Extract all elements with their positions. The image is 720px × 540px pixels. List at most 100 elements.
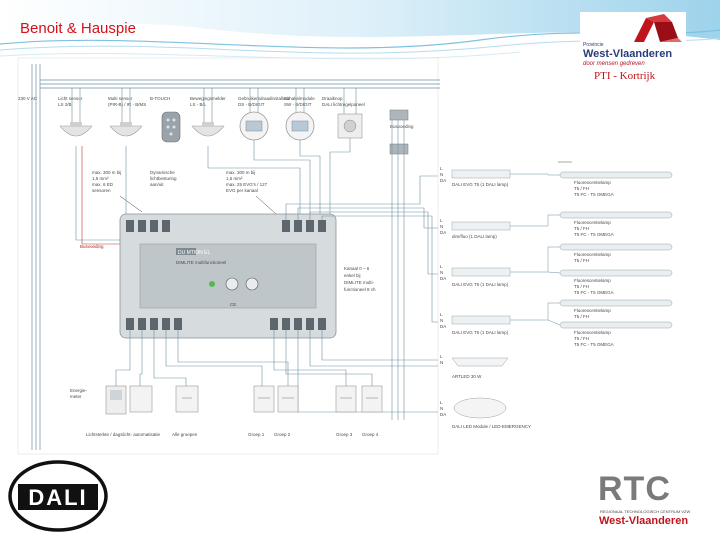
switch-group-4-label: Groep 4 [362, 432, 379, 437]
sensor-7-code: DALI lichtregelpaneel [322, 102, 365, 107]
dali-logo: DALI [8, 460, 108, 532]
channel-note: Kanaal 0 – 6 enkel bij DIMLITE multi- fu… [344, 266, 376, 292]
status-led-icon [209, 281, 215, 287]
group-1-switch-icon [253, 385, 275, 413]
level-knob-icon [245, 277, 259, 291]
bus-power-red-line [81, 146, 122, 245]
switch-wiring [115, 330, 373, 386]
province-name: West-Vlaanderen [583, 48, 673, 60]
t-da-6: DA [440, 412, 446, 417]
note-3-line-1: max. 300 m bij [226, 170, 255, 175]
ballast-row-1: L N DA DALI EVG T5 (1 DALI lamp) [440, 166, 511, 187]
note-2-line-3: aan/uit [150, 182, 164, 187]
tube-lamp-icon [559, 243, 673, 251]
province-label: Provincie [583, 42, 604, 48]
controller-model: DU MTION EL [178, 250, 210, 256]
all-groups-switch-icon [175, 385, 199, 413]
sensor-6-name: Schakelmodule [284, 96, 315, 101]
t-n-6: N [440, 406, 443, 411]
lamp-2: Fluorescentielamp T5 / FH T5 FC - T5 OME… [559, 211, 673, 237]
group-3-switch-icon [335, 385, 357, 413]
ce-mark-icon: CE [230, 302, 236, 307]
rtc-main-text: RTC [598, 470, 671, 508]
presenter-brand: Benoit & Hauspie [20, 20, 136, 37]
ballast-column: L N DA DALI EVG T5 (1 DALI lamp) L N DA … [440, 166, 531, 429]
sensor-2-code: (PIR-B) / IR - B/MS [108, 102, 146, 107]
switch-group-1-label: Groep 1 [248, 432, 265, 437]
lamp-6-name: Fluorescentielamp [574, 330, 611, 335]
note-1-line-3: max. 6 ED [92, 182, 114, 187]
note-1-line-4: sensoren [92, 188, 111, 193]
controller-output-wiring [285, 120, 438, 420]
sensor-3-name: B-TOUCH [150, 96, 170, 101]
tube-lamp-icon [559, 171, 673, 179]
motion-sensor-icon [191, 125, 225, 137]
artled-label: ARTLED 30 W [452, 374, 482, 379]
lamp-4-sub: T5 FC - T5 OMEGA [574, 290, 614, 295]
t-n-4: N [440, 318, 443, 323]
controller-badge [176, 248, 196, 255]
switch-all-groups-label: Alle groepen [172, 432, 198, 437]
lamp-6-sub: T5 FC - T5 OMEGA [574, 342, 614, 347]
lamp-4-code: T5 / FH [574, 284, 589, 289]
sensor-6-code: SW - B/DIGIT [284, 102, 312, 107]
t-l-1: L [440, 166, 443, 171]
controller-top-terminals [126, 220, 326, 232]
lamp-column: Fluorescentielamp T5 / FH T5 FC - T5 OME… [510, 161, 673, 347]
lamp-2-name: Fluorescentielamp [574, 220, 611, 225]
t-l-6: L [440, 400, 443, 405]
tube-lamp-icon [559, 211, 673, 219]
artled-fixture-icon [451, 357, 509, 367]
ballast-3-label: DALI EVG T5 (1 DALI lamp) [452, 282, 509, 287]
top-bus-lines [40, 79, 440, 89]
sensor-2-name: Multi sensor [108, 96, 133, 101]
t-da-2: DA [440, 230, 446, 235]
channel-note-line-3: DIMLITE multi- [344, 280, 375, 285]
sensor-1-name: Licht sensor [58, 96, 83, 101]
dali-controller: DU MTION EL DIMLITE multifunctioneel CE [119, 213, 337, 339]
note-2-line-2: lichtbesturing [150, 176, 177, 181]
multi-sensor-icon [109, 125, 143, 137]
module-icons [239, 111, 363, 141]
daylight-switch-icon [129, 385, 153, 413]
ballast-1-icon [451, 169, 511, 179]
ballast-row-4: L N DA DALI EVG T5 (1 DALI lamp) [440, 312, 511, 335]
switch-group-3-label: Groep 3 [336, 432, 353, 437]
t-n-5: N [440, 360, 443, 365]
b-touch-remote-icon [161, 111, 181, 143]
t-da-3: DA [440, 276, 446, 281]
province-tagline: door mensen gedreven [583, 61, 645, 67]
emergency-meter: Energie- meter [70, 388, 88, 399]
t-l-4: L [440, 312, 443, 317]
ballast-row-2: L N DA dim/fluo (1 DALI lamp) [440, 218, 511, 239]
sensor-drop-lines [71, 88, 357, 122]
ballast-2-icon [451, 221, 511, 231]
channel-note-line-2: enkel bij [344, 273, 361, 278]
emergency-label-2: meter [70, 394, 82, 399]
t-l-5: L [440, 354, 443, 359]
lamp-4: Fluorescentielamp T5 / FH T5 FC - T5 OME… [559, 269, 673, 295]
ballast-3-icon [451, 267, 511, 277]
lamp-5-name: Fluorescentielamp [574, 308, 611, 313]
note-3-line-4: EVG per kanaal [226, 188, 258, 193]
t-l-3: L [440, 264, 443, 269]
led-module-row: L N DA DALI LED Module / LED-EMERGENCY [440, 397, 531, 429]
bottom-switches: Energie- meter Lichtsterkte / dagslicht- [70, 330, 383, 437]
sensor-7-name: Draaiknop [322, 96, 343, 101]
light-sensor-icon [59, 125, 93, 137]
diagram-frame [17, 57, 439, 455]
led-module-icon [453, 397, 507, 419]
supply-label: 230 V AC [18, 96, 38, 101]
group-4-switch-icon [361, 385, 383, 413]
channel-note-line-4: functioneel 8 ch [344, 287, 376, 292]
lamp-3: Fluorescentielamp T5 / FH [559, 243, 673, 263]
ballast-2-label: dim/fluo (1 DALI lamp) [452, 234, 497, 239]
rtc-subtitle: REGIONAAL TECHNOLOGISCH CENTRUM VZW [600, 509, 691, 514]
emergency-label-1: Energie- [70, 388, 88, 393]
pti-kortrijk-label: PTI - Kortrijk [594, 70, 656, 82]
lamp-1-name: Fluorescentielamp [574, 180, 611, 185]
note-1-line-1: max. 300 m bij [92, 170, 121, 175]
west-vlaanderen-logo: Provincie West-Vlaanderen door mensen ge… [580, 12, 686, 90]
lamp-5: Fluorescentielamp T5 / FH [559, 299, 673, 319]
